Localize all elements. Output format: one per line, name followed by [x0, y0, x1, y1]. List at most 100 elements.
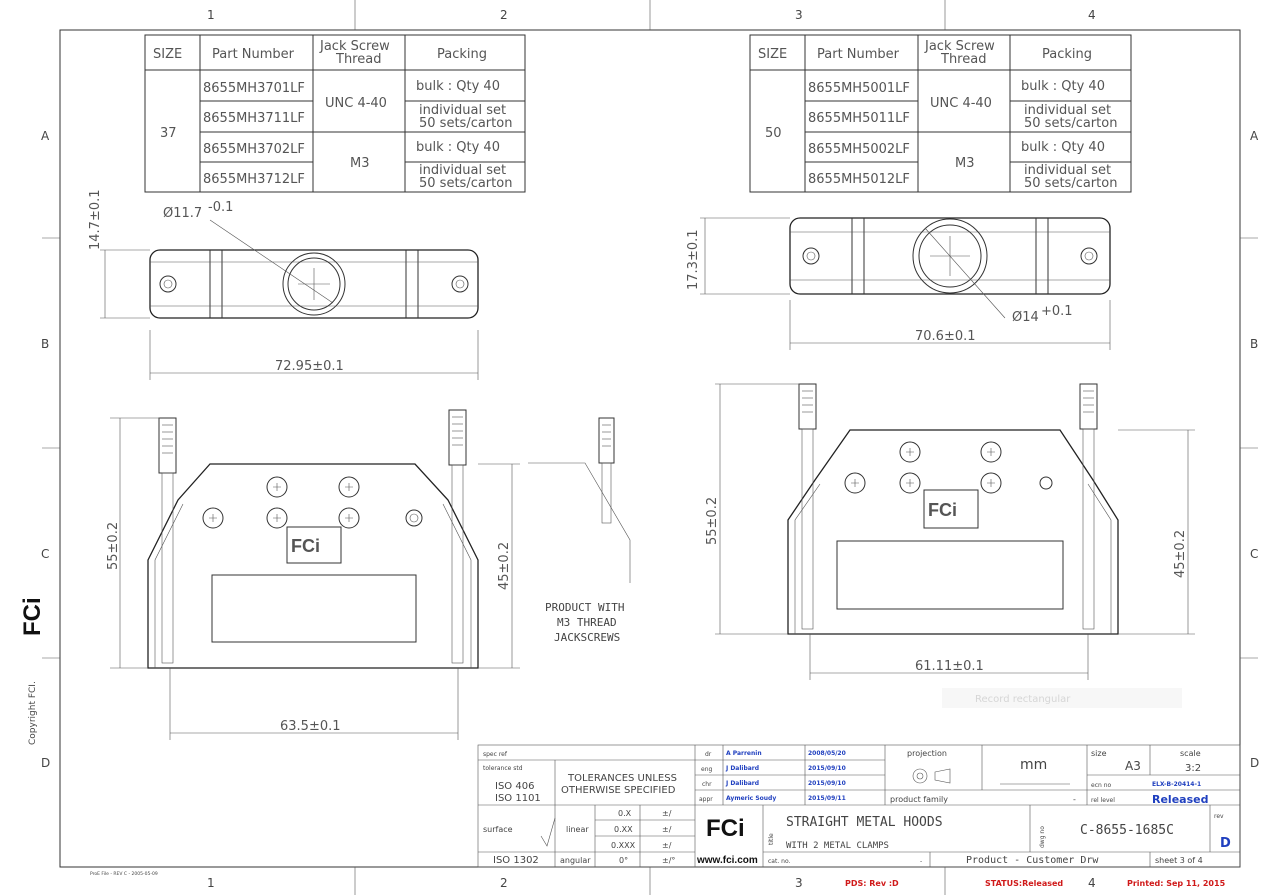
tb-rev-value: D — [1220, 836, 1231, 851]
tb-name-chr: J Dalibard — [725, 780, 759, 787]
tb-cat-dash: - — [920, 858, 922, 865]
tb-product-family-dash: - — [1073, 795, 1076, 804]
ghost-tooltip-text: Record rectangular — [975, 694, 1071, 705]
left-pack-3: bulk : Qty 40 — [416, 140, 500, 155]
right-height-top: 17.3±0.1 — [686, 229, 701, 290]
note-line-3: JACKSCREWS — [554, 631, 620, 644]
col-label-2: 2 — [500, 8, 508, 22]
tb-angular: angular — [560, 856, 591, 865]
tb-linear: linear — [566, 825, 589, 834]
right-inner-height: 45±0.2 — [1173, 530, 1188, 578]
left-bottom-width: 63.5±0.1 — [280, 719, 341, 734]
right-table-header-part: Part Number — [817, 47, 900, 62]
right-part-4: 8655MH5012LF — [808, 172, 910, 187]
col-label-2-bottom: 2 — [500, 876, 508, 890]
row-label-b-right: B — [1250, 337, 1258, 351]
tb-rel-label: rel level — [1091, 797, 1115, 804]
left-pack-4a: individual set — [419, 163, 506, 178]
row-label-a-right: A — [1250, 129, 1259, 143]
tb-date-chr: 2015/09/10 — [808, 780, 846, 787]
tb-role-dr: dr — [705, 751, 712, 758]
right-pack-1: bulk : Qty 40 — [1021, 79, 1105, 94]
tb-ecn-label: ecn no — [1091, 782, 1112, 789]
footer-file: ProE File - REV C - 2005-05-09 — [90, 871, 158, 877]
right-part-3: 8655MH5002LF — [808, 142, 910, 157]
left-thread-m3: M3 — [350, 156, 370, 171]
tb-units: mm — [1020, 757, 1047, 773]
row-label-a: A — [41, 129, 50, 143]
footer-status: STATUS:Released — [985, 879, 1063, 888]
copyright-text: Copyright FCI. — [28, 681, 38, 745]
tb-prec-1: 0.X — [618, 809, 632, 818]
right-part-1: 8655MH5001LF — [808, 81, 910, 96]
row-label-b: B — [41, 337, 49, 351]
note-line-2: M3 THREAD — [557, 616, 617, 629]
left-height-top: 14.7±0.1 — [88, 189, 103, 250]
left-hole-tol: -0.1 — [208, 200, 233, 215]
tb-rev-label: rev — [1214, 813, 1224, 820]
tb-date-appr: 2015/09/11 — [808, 795, 846, 802]
right-table-header-size: SIZE — [758, 47, 787, 62]
right-table-size: 50 — [765, 126, 782, 141]
svg-text:Copyright FCI.: Copyright FCI. — [28, 681, 38, 745]
left-pack-2b: 50 sets/carton — [419, 116, 512, 131]
right-pack-2a: individual set — [1024, 103, 1111, 118]
zone-ticks — [42, 0, 1258, 895]
left-part-4: 8655MH3712LF — [203, 172, 305, 187]
right-pack-4a: individual set — [1024, 163, 1111, 178]
tb-role-eng: eng — [701, 766, 712, 773]
tb-name-dr: A Parrenin — [726, 750, 762, 757]
tb-role-appr: appr — [699, 796, 713, 803]
right-pack-3: bulk : Qty 40 — [1021, 140, 1105, 155]
tb-prec-3: 0.XXX — [611, 841, 636, 850]
right-thread-unc: UNC 4-40 — [930, 96, 992, 111]
tb-product-family: product family — [890, 795, 948, 804]
left-part-3: 8655MH3702LF — [203, 142, 305, 157]
tb-iso-1302: ISO 1302 — [493, 855, 539, 866]
side-logo: FCi — [19, 597, 46, 636]
row-label-c: C — [41, 547, 49, 561]
tb-dwg-label: dwg no — [1039, 826, 1046, 848]
col-label-4-bottom: 4 — [1088, 876, 1096, 890]
footer-printed: Printed: Sep 11, 2015 — [1127, 879, 1226, 888]
left-table-header-size: SIZE — [153, 47, 182, 62]
ghost-tooltip — [942, 688, 1182, 708]
left-part-2: 8655MH3711LF — [203, 111, 305, 126]
left-front-view: FCi — [110, 409, 631, 740]
left-top-view — [100, 219, 479, 380]
right-hole-tol: +0.1 — [1041, 304, 1073, 319]
left-inner-height: 45±0.2 — [497, 542, 512, 590]
tb-spec-ref: spec ref — [483, 751, 508, 758]
tb-prec-4: 0° — [619, 856, 628, 865]
title-block — [477, 744, 1241, 868]
col-label-1: 1 — [207, 8, 215, 22]
tb-tol-2: ±/ — [662, 825, 672, 834]
tb-surface: surface — [483, 825, 513, 834]
left-table-size: 37 — [160, 126, 177, 141]
tb-tol-3: ±/ — [662, 841, 672, 850]
left-pack-1: bulk : Qty 40 — [416, 79, 500, 94]
tb-name-eng: J Dalibard — [725, 765, 759, 772]
row-label-d: D — [41, 756, 50, 770]
tb-prec-2: 0.XX — [614, 825, 633, 834]
right-width-top: 70.6±0.1 — [915, 329, 976, 344]
col-label-3-bottom: 3 — [795, 876, 803, 890]
col-label-1-bottom: 1 — [207, 876, 215, 890]
svg-text:FCi: FCi — [19, 597, 46, 636]
left-hole-dia: Ø11.7 — [163, 206, 202, 221]
right-height: 55±0.2 — [705, 497, 720, 545]
tb-role-chr: chr — [702, 781, 712, 788]
right-pack-4b: 50 sets/carton — [1024, 176, 1117, 191]
footer-pds: PDS: Rev :D — [845, 879, 899, 888]
tb-title-label: title — [768, 833, 775, 845]
tb-size-value: A3 — [1125, 759, 1141, 773]
tb-cat-no: cat. no. — [768, 858, 791, 865]
left-hood-logo: FCi — [291, 536, 320, 556]
tb-ecn-value: ELX-B-20414-1 — [1152, 781, 1201, 788]
tb-date-eng: 2015/09/10 — [808, 765, 846, 772]
right-top-view — [700, 217, 1111, 350]
right-thread-m3: M3 — [955, 156, 975, 171]
